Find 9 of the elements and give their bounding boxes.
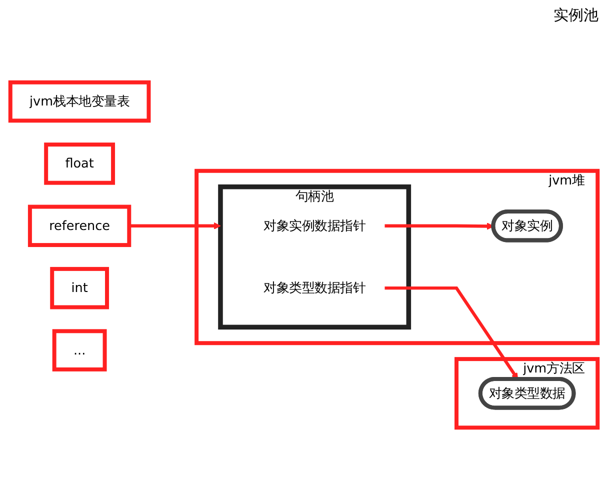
node-box: jvm栈本地变量表: [8, 80, 150, 123]
arrow: [128, 222, 220, 230]
node-box: ...: [52, 329, 106, 372]
node-text: 对象实例数据指针: [263, 218, 366, 234]
node-text: 对象类型数据指针: [263, 280, 366, 296]
node-box: float: [44, 142, 115, 185]
node-box: reference: [27, 204, 131, 248]
node-box: int: [50, 266, 108, 310]
pool-heading: 实例池: [554, 6, 598, 25]
